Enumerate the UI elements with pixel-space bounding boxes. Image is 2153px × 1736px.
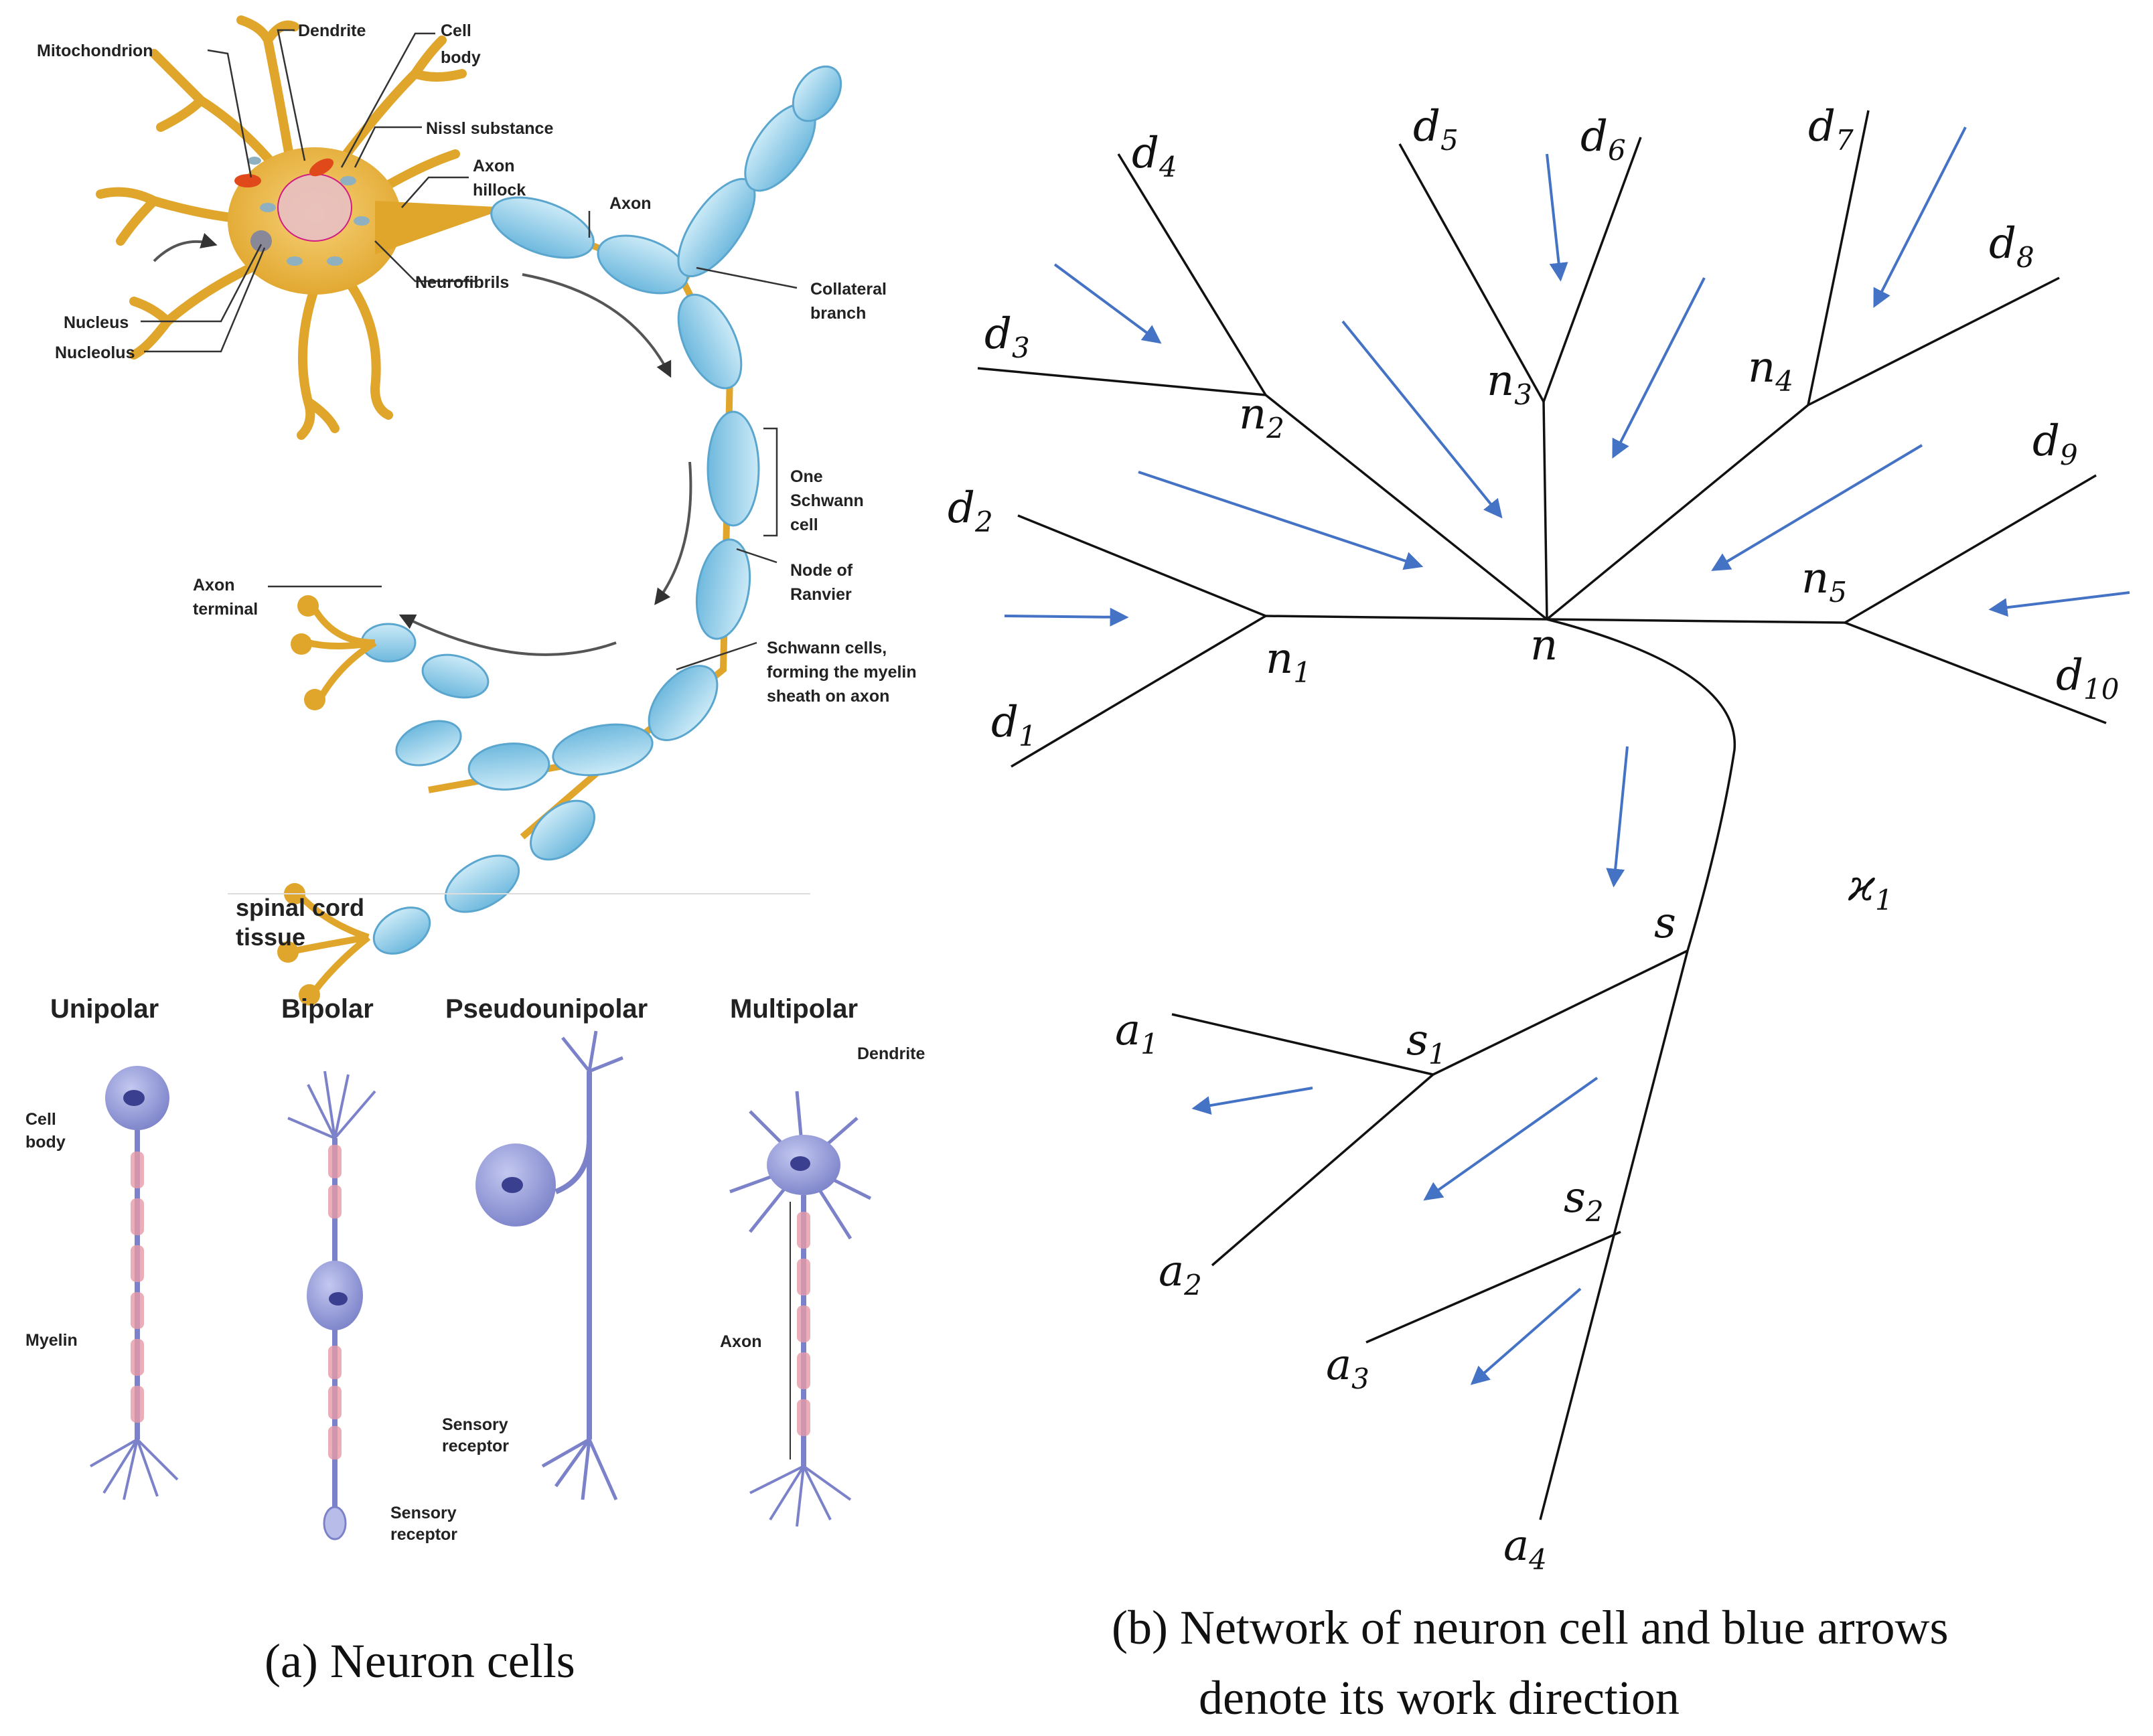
node-s2: s2	[1564, 1173, 1604, 1228]
unipolar-neuron	[90, 1066, 179, 1500]
label-axon-hillock-2: hillock	[473, 181, 526, 200]
node-a4: a4	[1503, 1521, 1547, 1576]
node-n: n	[1530, 621, 1558, 670]
pseudo-sensory-label-2: receptor	[442, 1437, 509, 1455]
caption-a: (a) Neuron cells	[265, 1634, 575, 1688]
direction-arrows	[1004, 127, 2130, 1385]
terminal-bulbs	[277, 595, 325, 1006]
label-dendrite: Dendrite	[298, 21, 366, 40]
axon-myelin	[360, 65, 842, 955]
label-mitochondrion: Mitochondrion	[37, 42, 153, 60]
nissl-bodies	[248, 157, 370, 266]
label-axon-terminal-2: terminal	[193, 600, 258, 619]
mitochondrion-2	[309, 158, 334, 177]
node-n2: n2	[1239, 390, 1284, 445]
multipolar-neuron	[729, 1091, 872, 1527]
label-schwann-3: cell	[790, 516, 818, 534]
node-a3: a3	[1326, 1340, 1369, 1395]
axon-hillock	[375, 201, 509, 254]
label-axon-hillock-1: Axon	[473, 157, 515, 175]
node-labels: d1 d2 d3 d4 d5 d6 d7 d8 d9 d10 n n1 n2 n…	[948, 102, 2119, 1576]
node-d5: d5	[1413, 102, 1459, 157]
type-unipolar: Unipolar	[50, 994, 159, 1024]
node-s1: s1	[1406, 1016, 1446, 1071]
label-axon: Axon	[609, 194, 652, 213]
label-schwann-2: Schwann	[790, 491, 864, 510]
node-n3: n3	[1487, 356, 1532, 411]
nucleolus	[250, 230, 272, 252]
label-myelin-1: Schwann cells,	[767, 639, 887, 657]
network-edges	[977, 110, 2107, 1520]
node-d2: d2	[948, 483, 993, 538]
label-myelin-2: forming the myelin	[767, 663, 917, 682]
mitochondrion	[234, 174, 261, 187]
pseudo-sensory-label-1: Sensory	[442, 1415, 508, 1434]
label-ranvier-1: Node of	[790, 561, 853, 580]
node-a1: a1	[1115, 1006, 1159, 1060]
node-d10: d10	[2056, 651, 2119, 706]
label-nucleolus: Nucleolus	[55, 343, 135, 362]
label-collateral-1: Collateral	[810, 280, 887, 299]
label-neurofibrils: Neurofibrils	[415, 273, 509, 292]
caption-b-line-2: denote its work direction	[1199, 1671, 1680, 1725]
flow-arrows	[153, 232, 692, 656]
label-nucleus: Nucleus	[64, 313, 129, 332]
pseudounipolar-neuron	[475, 1030, 623, 1501]
label-nissl: Nissl substance	[426, 119, 553, 138]
bipolar-sensory-label-2: receptor	[390, 1525, 457, 1544]
bipolar-sensory-label-1: Sensory	[390, 1504, 457, 1522]
node-d1: d1	[991, 698, 1037, 753]
node-d4: d4	[1132, 129, 1177, 183]
node-n1: n1	[1266, 634, 1311, 689]
unipolar-cell-label-1: Cell	[25, 1110, 56, 1129]
node-d8: d8	[1989, 219, 2034, 274]
unipolar-myelin-label: Myelin	[25, 1331, 78, 1350]
label-spinal-1: spinal cord	[236, 894, 364, 921]
label-axon-terminal-1: Axon	[193, 576, 235, 595]
label-ranvier-2: Ranvier	[790, 585, 852, 604]
neuron-network: d1 d2 d3 d4 d5 d6 d7 d8 d9 d10 n n1 n2 n…	[948, 102, 2130, 1725]
label-schwann-1: One	[790, 467, 823, 486]
neuron-types: Unipolar Bipolar Pseudounipolar Multipol…	[25, 994, 925, 1688]
type-multipolar: Multipolar	[730, 994, 858, 1024]
multipolar-dendrite-label: Dendrite	[857, 1044, 925, 1063]
type-bipolar: Bipolar	[281, 994, 374, 1024]
leader-lines	[141, 29, 798, 671]
unipolar-cell-label-2: body	[25, 1133, 66, 1152]
label-cell-body-2: body	[441, 48, 481, 67]
node-n4: n4	[1748, 343, 1793, 398]
label-cell-body-1: Cell	[441, 21, 471, 40]
type-pseudounipolar: Pseudounipolar	[445, 994, 648, 1024]
axon-terminals	[294, 607, 377, 994]
node-d9: d9	[2032, 416, 2078, 471]
label-collateral-2: branch	[810, 304, 866, 323]
label-myelin-3: sheath on axon	[767, 687, 889, 706]
label-spinal-2: tissue	[236, 923, 305, 951]
node-s: s	[1654, 898, 1676, 948]
node-d3: d3	[984, 309, 1030, 364]
node-a2: a2	[1159, 1247, 1202, 1301]
node-n5: n5	[1801, 554, 1847, 609]
caption-b-line-1: (b) Network of neuron cell and blue arro…	[1112, 1601, 1949, 1654]
bipolar-neuron	[287, 1071, 376, 1541]
node-kappa1: ϰ1	[1848, 862, 1893, 917]
node-d7: d7	[1808, 102, 1854, 157]
node-d6: d6	[1580, 112, 1626, 167]
multipolar-axon-label: Axon	[720, 1332, 762, 1351]
neuron-illustration: Mitochondrion Dendrite Cell body Nissl s…	[37, 15, 917, 1006]
nucleus	[277, 173, 352, 242]
